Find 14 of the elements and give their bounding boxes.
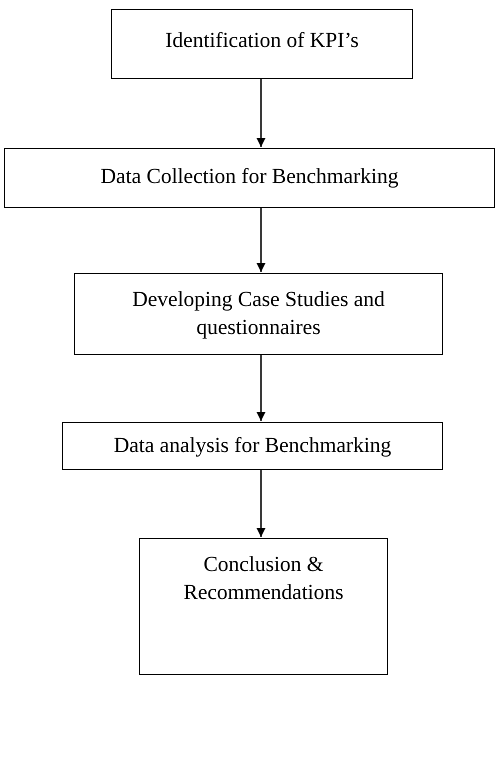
box-label: Data analysis for Benchmarking	[112, 432, 392, 459]
arrow	[256, 355, 266, 421]
box-label: Identification of KPI’s	[164, 27, 360, 54]
box-label: Conclusion & Recommendations	[182, 551, 345, 606]
arrow	[256, 470, 266, 537]
process-box	[139, 538, 388, 675]
arrow	[256, 208, 266, 272]
box-label: Developing Case Studies and questionnaires	[131, 286, 386, 341]
box-label: Data Collection for Benchmarking	[100, 163, 400, 190]
process-box	[4, 148, 495, 208]
process-box	[74, 273, 443, 355]
process-box	[62, 422, 443, 470]
process-box	[111, 9, 413, 79]
arrow	[256, 79, 266, 147]
